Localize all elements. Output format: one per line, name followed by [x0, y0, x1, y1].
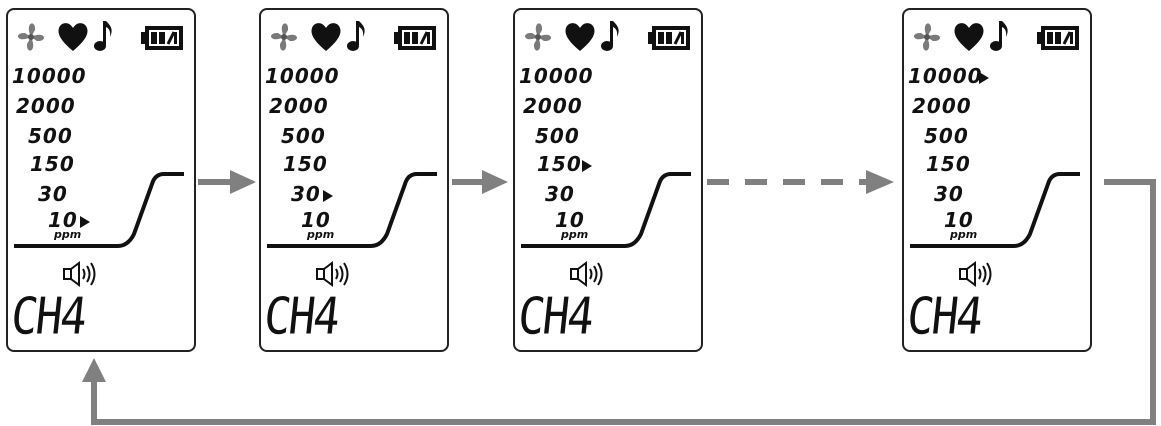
scale-value-500: 500	[28, 124, 73, 148]
unit-label: ppm	[307, 228, 335, 241]
pointer-triangle-icon	[582, 159, 592, 175]
response-curve	[267, 172, 437, 248]
scale-value-10000: 10000	[265, 64, 340, 88]
response-curve	[14, 172, 184, 248]
scale-value-150: 150	[537, 152, 582, 176]
flow-arrow-2	[452, 170, 508, 194]
gas-label: CH4	[261, 287, 341, 347]
battery-icon	[1036, 24, 1080, 55]
scale-value-10000: 10000	[12, 64, 87, 88]
scale-value-2000: 2000	[16, 94, 76, 118]
music-note-icon	[347, 19, 367, 56]
scale-value-150: 150	[926, 152, 971, 176]
scale-value-10000: 10000	[519, 64, 594, 88]
fan-icon	[521, 20, 555, 57]
scale-value-30: 30	[934, 182, 964, 206]
lcd-frame	[6, 8, 196, 352]
pointer-triangle-icon	[979, 71, 989, 87]
scale-value-10: 10	[48, 208, 78, 232]
scale-value-2000: 2000	[523, 94, 583, 118]
scale-value-500: 500	[281, 124, 326, 148]
response-curve	[910, 172, 1080, 248]
pointer-triangle-icon	[323, 189, 333, 205]
scale-value-150: 150	[30, 152, 75, 176]
scale-value-500: 500	[535, 124, 580, 148]
scale-value-10: 10	[944, 208, 974, 232]
heart-icon	[563, 21, 597, 56]
fan-icon	[910, 20, 944, 57]
scale-value-10: 10	[301, 208, 331, 232]
lcd-frame	[513, 8, 703, 352]
scale-value-150: 150	[283, 152, 328, 176]
speaker-icon	[62, 260, 102, 291]
scale-value-500: 500	[924, 124, 969, 148]
lcd-frame	[259, 8, 449, 352]
music-note-icon	[94, 19, 114, 56]
scale-value-30: 30	[291, 182, 321, 206]
speaker-icon	[315, 260, 355, 291]
music-note-icon	[990, 19, 1010, 56]
scale-value-2000: 2000	[912, 94, 972, 118]
fan-icon	[14, 20, 48, 57]
gas-label: CH4	[8, 287, 88, 347]
pointer-triangle-icon	[80, 215, 90, 231]
gas-label: CH4	[515, 287, 595, 347]
gas-label: CH4	[904, 287, 984, 347]
unit-label: ppm	[54, 228, 82, 241]
scale-value-10: 10	[555, 208, 585, 232]
lcd-frame	[902, 8, 1092, 352]
speaker-icon	[569, 260, 609, 291]
battery-icon	[393, 24, 437, 55]
scale-value-30: 30	[38, 182, 68, 206]
heart-icon	[56, 21, 90, 56]
battery-icon	[140, 24, 184, 55]
fan-icon	[267, 20, 301, 57]
heart-icon	[952, 21, 986, 56]
scale-value-10000: 10000	[908, 64, 983, 88]
heart-icon	[309, 21, 343, 56]
music-note-icon	[601, 19, 621, 56]
flow-arrow-1	[198, 170, 256, 194]
loop-back-arrow	[82, 179, 1156, 425]
flow-arrow-dashed	[707, 170, 894, 194]
response-curve	[521, 172, 691, 248]
unit-label: ppm	[950, 228, 978, 241]
scale-value-2000: 2000	[269, 94, 329, 118]
speaker-icon	[958, 260, 998, 291]
battery-icon	[647, 24, 691, 55]
unit-label: ppm	[561, 228, 589, 241]
scale-value-30: 30	[545, 182, 575, 206]
